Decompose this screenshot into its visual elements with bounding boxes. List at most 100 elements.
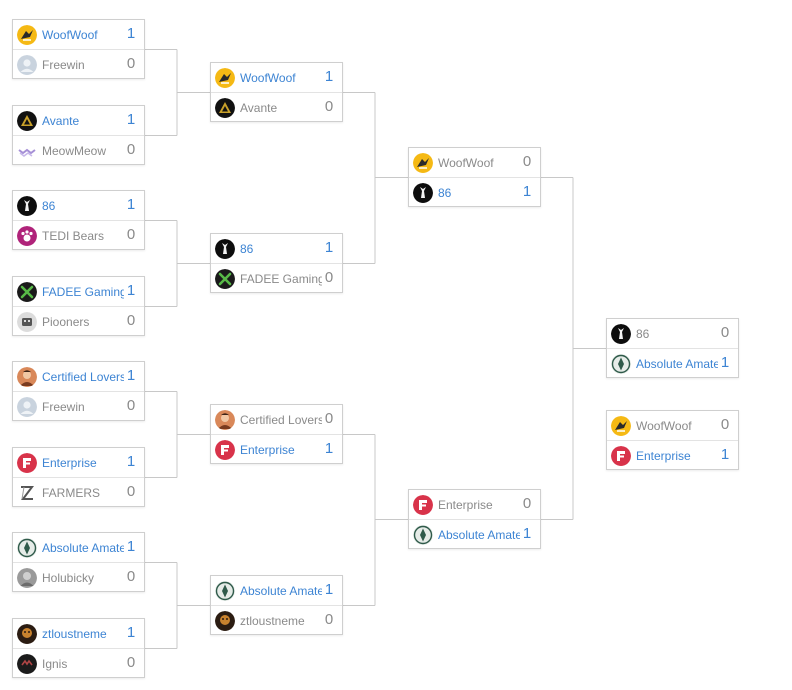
team-name: WoofWoof <box>438 155 494 170</box>
team-score: 0 <box>522 495 532 512</box>
team-name: Enterprise <box>42 455 97 470</box>
team-name: Ignis <box>42 656 68 671</box>
team-name: Absolute Amateurs <box>42 540 124 555</box>
team-score: 0 <box>126 312 136 329</box>
team-row-absolute-amateurs[interactable]: Absolute Amateurs1 <box>409 520 540 549</box>
team-name: Holubicky <box>42 570 95 585</box>
team-name: Avante <box>42 113 80 128</box>
ztloustneme-logo-icon <box>17 623 37 644</box>
team-name: FADEE Gaming <box>240 271 322 286</box>
team-score: 0 <box>126 483 136 500</box>
team-name: Avante <box>240 100 278 115</box>
team-row-86[interactable]: 86 0 <box>607 319 738 349</box>
team-score: 0 <box>324 98 334 115</box>
avante-logo-icon <box>215 97 235 118</box>
team-score: 0 <box>324 269 334 286</box>
team-86-logo-icon <box>413 182 433 203</box>
team-score: 1 <box>126 282 136 299</box>
team-name: 86 <box>636 326 650 341</box>
team-score: 1 <box>126 111 136 128</box>
round-1-match-7[interactable]: Absolute Amateurs1Holubicky 0 <box>12 532 145 592</box>
holubicky-logo-icon <box>17 567 37 588</box>
ignis-logo-icon <box>17 653 37 674</box>
meowmeow-logo-icon <box>17 141 37 161</box>
team-score: 1 <box>324 440 334 457</box>
xbox-logo-icon <box>215 268 235 289</box>
team-row-ignis[interactable]: Ignis 0 <box>13 649 144 678</box>
team-name: FARMERS <box>42 485 101 500</box>
team-row-absolute-amateurs[interactable]: Absolute Amateurs1 <box>211 576 342 606</box>
team-score: 1 <box>324 581 334 598</box>
round-2-match-4[interactable]: Absolute Amateurs1ztloustneme0 <box>210 575 343 635</box>
farmers-logo-icon <box>17 483 37 503</box>
team-row-absolute-amateurs[interactable]: Absolute Amateurs1 <box>13 533 144 563</box>
team-score: 0 <box>126 654 136 671</box>
team-row-enterprise[interactable]: Enterprise 0 <box>409 490 540 520</box>
team-score: 1 <box>324 239 334 256</box>
team-row-absolute-amateurs[interactable]: Absolute Amateurs1 <box>607 349 738 378</box>
team-score: 0 <box>720 324 730 341</box>
team-name: Enterprise <box>438 497 493 512</box>
team-score: 0 <box>126 568 136 585</box>
team-score: 0 <box>324 611 334 628</box>
team-score: 1 <box>126 624 136 641</box>
certified-lovers-logo-icon <box>17 366 37 387</box>
certified-lovers-logo-icon <box>215 409 235 430</box>
team-score: 1 <box>126 538 136 555</box>
team-name: Absolute Amateurs <box>438 527 520 542</box>
tedi-bears-logo-icon <box>17 225 37 246</box>
team-86-logo-icon <box>215 238 235 259</box>
team-score: 1 <box>324 68 334 85</box>
team-row-avante[interactable]: Avante 0 <box>211 93 342 122</box>
team-row-holubicky[interactable]: Holubicky 0 <box>13 563 144 592</box>
team-score: 1 <box>720 354 730 371</box>
team-score: 0 <box>126 226 136 243</box>
team-row-farmers[interactable]: FARMERS 0 <box>13 478 144 507</box>
team-86-logo-icon <box>17 195 37 216</box>
team-name: Certified Lovers <box>240 412 322 427</box>
ztloustneme-logo-icon <box>215 610 235 631</box>
team-row-piooners[interactable]: Piooners 0 <box>13 307 144 336</box>
team-name: Piooners <box>42 314 90 329</box>
woofwoof-logo-icon <box>611 415 631 436</box>
team-row-avante[interactable]: Avante 1 <box>13 106 144 136</box>
team-score: 0 <box>126 141 136 158</box>
piooners-logo-icon <box>17 311 37 332</box>
